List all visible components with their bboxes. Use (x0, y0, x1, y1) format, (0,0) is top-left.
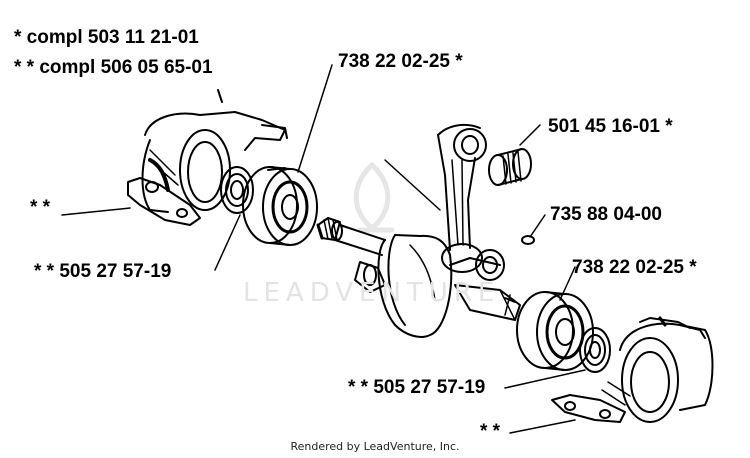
note-compl-2: * * compl 506 05 65-01 (14, 57, 213, 78)
footer-credit: Rendered by LeadVenture, Inc. (290, 440, 460, 453)
label-needle-bearing: 501 45 16-01 * (548, 116, 673, 137)
label-seal-right: * * 505 27 57-19 (348, 377, 486, 398)
left-bearing-housing (127, 89, 288, 226)
left-ball-bearing (242, 166, 318, 246)
right-oil-seal (579, 327, 611, 373)
label-seal-left: * * 505 27 57-19 (34, 261, 172, 282)
note-compl-1: * compl 503 11 21-01 (14, 27, 199, 48)
label-bearing-top: 738 22 02-25 * (338, 51, 463, 72)
label-housing-left: * * (30, 197, 51, 218)
key-pin (521, 235, 535, 245)
right-bearing-housing (551, 316, 714, 423)
right-ball-bearing (516, 291, 594, 371)
left-oil-seal (220, 166, 254, 214)
label-housing-right: * * (480, 421, 501, 442)
label-key-pin: 735 88 04-00 (550, 204, 662, 225)
label-bearing-right: 738 22 02-25 * (572, 257, 697, 278)
connecting-rod (437, 123, 487, 273)
watermark-logo (353, 162, 395, 233)
leader-lines (61, 64, 586, 434)
crankshaft (316, 217, 521, 338)
needle-bearing (488, 148, 532, 186)
watermark-text: LEADVENTURE (243, 278, 501, 308)
